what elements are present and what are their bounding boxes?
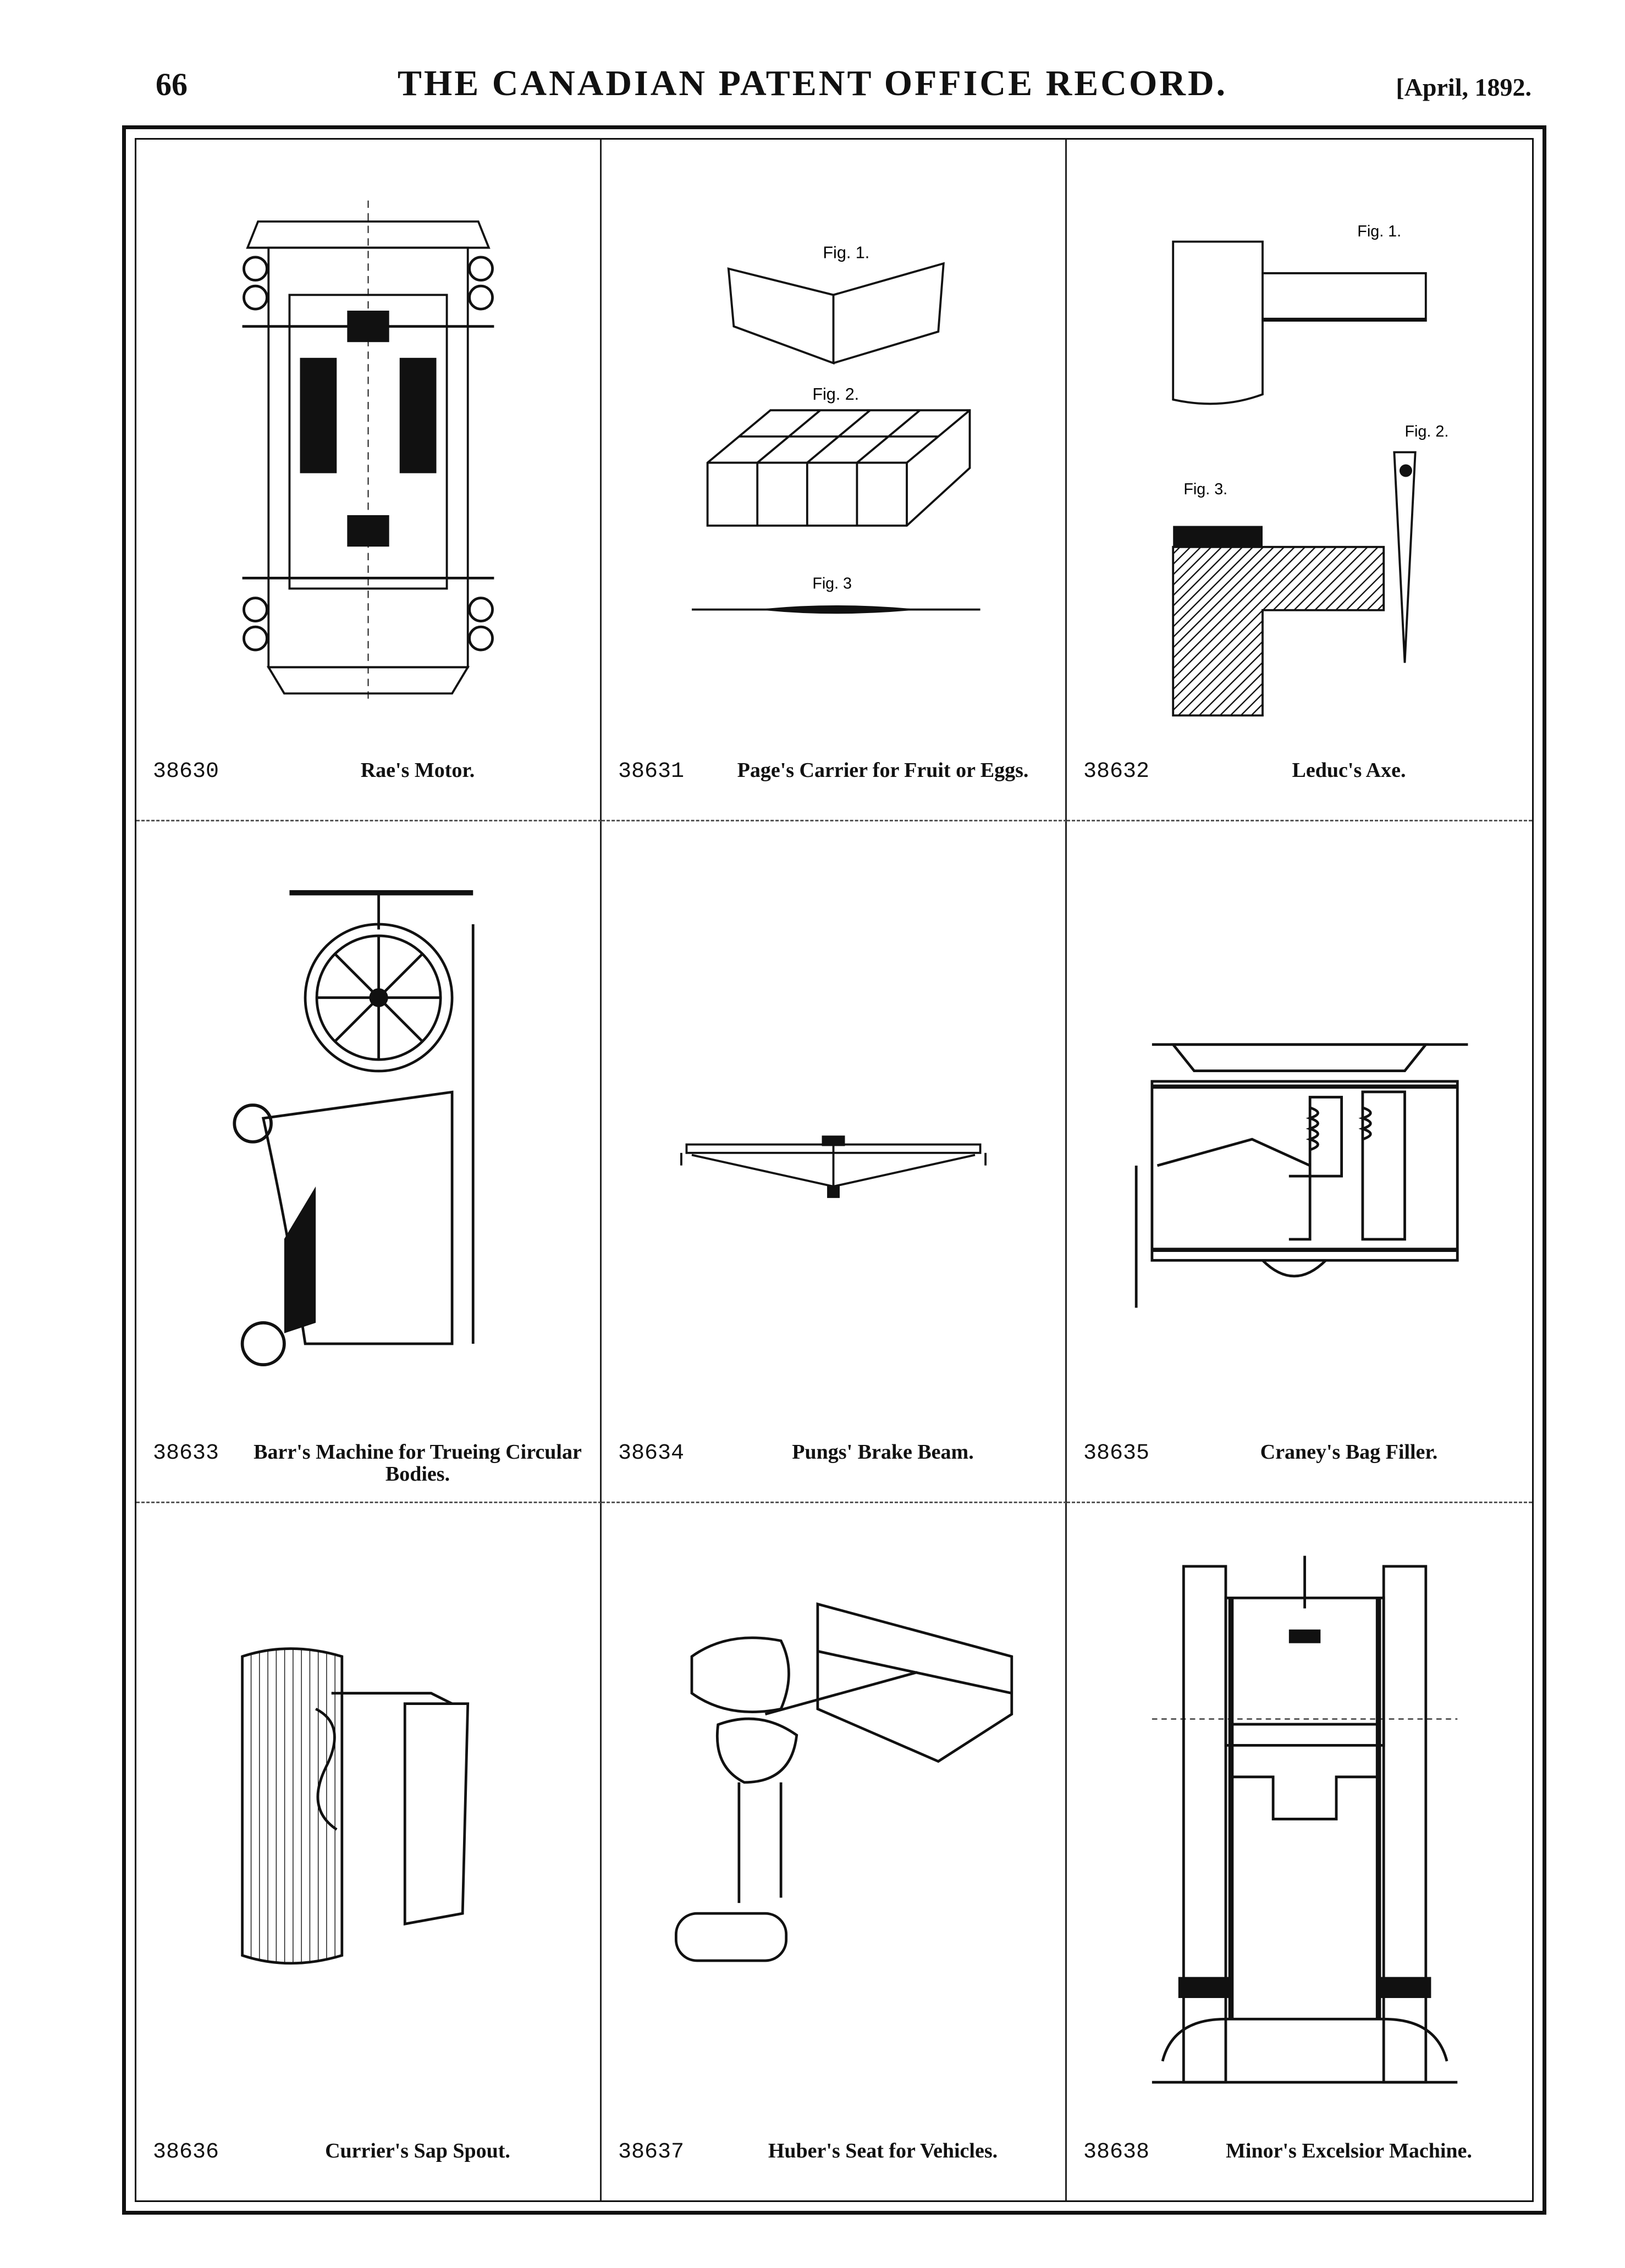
fig2-label: Fig. 2. [812, 385, 859, 404]
figure-brake-beam-drawing [624, 849, 1043, 1419]
figure-bag-filler-drawing [1089, 849, 1510, 1419]
patent-caption: 38630 Rae's Motor. [153, 748, 589, 798]
patent-number: 38637 [618, 2140, 685, 2165]
patent-title: Pungs' Brake Beam. [792, 1441, 974, 1464]
figure-excelsior-machine-drawing [1089, 1531, 1510, 2118]
running-title: THE CANADIAN PATENT OFFICE RECORD. [397, 63, 1228, 103]
patent-caption: 38634 Pungs' Brake Beam. [618, 1430, 1054, 1480]
patent-title: Page's Carrier for Fruit or Eggs. [737, 759, 1029, 782]
patent-caption: 38638 Minor's Excelsior Machine. [1083, 2129, 1521, 2178]
patent-cell-38638: 38638 Minor's Excelsior Machine. [1067, 1503, 1532, 2200]
patent-figures-grid: 38630 Rae's Motor. Fig. 1. Fig. 2. [136, 140, 1532, 2200]
patent-title: Rae's Motor. [360, 759, 475, 782]
patent-figures-inner-frame: 38630 Rae's Motor. Fig. 1. Fig. 2. [135, 138, 1534, 2202]
patent-number: 38630 [153, 759, 219, 784]
patent-cell-38634: 38634 Pungs' Brake Beam. [602, 821, 1067, 1503]
patent-cell-38633: 38633 Barr's Machine for Trueing Circula… [136, 821, 602, 1503]
page-number: 66 [156, 67, 188, 102]
patent-cell-38635: 38635 Craney's Bag Filler. [1067, 821, 1532, 1503]
patent-cell-38632: Fig. 1. Fig. 2. Fig. 3. [1067, 140, 1532, 821]
patent-caption: 38635 Craney's Bag Filler. [1083, 1430, 1521, 1480]
fig1-label: Fig. 1. [823, 244, 869, 262]
issue-date: [April, 1892. [1396, 73, 1532, 101]
patent-number: 38635 [1083, 1441, 1150, 1466]
patent-number: 38636 [153, 2140, 219, 2165]
patent-number: 38631 [618, 759, 685, 784]
page-header: 66 THE CANADIAN PATENT OFFICE RECORD. [A… [0, 63, 1625, 115]
patent-caption: 38637 Huber's Seat for Vehicles. [618, 2129, 1054, 2178]
patent-title: Barr's Machine for Trueing Circular Bodi… [254, 1441, 582, 1486]
patent-title: Craney's Bag Filler. [1260, 1441, 1438, 1464]
axe-fig2-label: Fig. 2. [1405, 423, 1449, 440]
figure-carrier-drawing: Fig. 1. Fig. 2. [624, 167, 1043, 737]
figure-sap-spout-drawing [158, 1531, 578, 2118]
patent-caption: 38636 Currier's Sap Spout. [153, 2129, 589, 2178]
patent-title: Huber's Seat for Vehicles. [768, 2139, 998, 2162]
patent-number: 38634 [618, 1441, 685, 1466]
axe-fig3-label: Fig. 3. [1183, 481, 1227, 498]
fig3-label: Fig. 3 [812, 575, 852, 592]
axe-fig1-label: Fig. 1. [1357, 223, 1401, 240]
patent-cell-38630: 38630 Rae's Motor. [136, 140, 602, 821]
figure-motor-drawing [158, 167, 578, 737]
figure-vehicle-seat-drawing [624, 1531, 1043, 2118]
patent-cell-38637: 38637 Huber's Seat for Vehicles. [602, 1503, 1067, 2200]
patent-number: 38633 [153, 1441, 219, 1466]
patent-number: 38632 [1083, 759, 1150, 784]
patent-caption: 38631 Page's Carrier for Fruit or Eggs. [618, 748, 1054, 798]
figure-trueing-machine-drawing [158, 849, 578, 1419]
patent-caption: 38633 Barr's Machine for Trueing Circula… [153, 1430, 589, 1485]
figure-axe-drawing: Fig. 1. Fig. 2. Fig. 3. [1089, 167, 1510, 737]
patent-title: Leduc's Axe. [1292, 759, 1406, 782]
patent-title: Currier's Sap Spout. [325, 2139, 510, 2162]
patent-cell-38636: 38636 Currier's Sap Spout. [136, 1503, 602, 2200]
patent-caption: 38632 Leduc's Axe. [1083, 748, 1521, 798]
patent-number: 38638 [1083, 2140, 1150, 2165]
patent-title: Minor's Excelsior Machine. [1226, 2139, 1472, 2162]
patent-figures-frame: 38630 Rae's Motor. Fig. 1. Fig. 2. [122, 125, 1546, 2215]
patent-cell-38631: Fig. 1. Fig. 2. [602, 140, 1067, 821]
